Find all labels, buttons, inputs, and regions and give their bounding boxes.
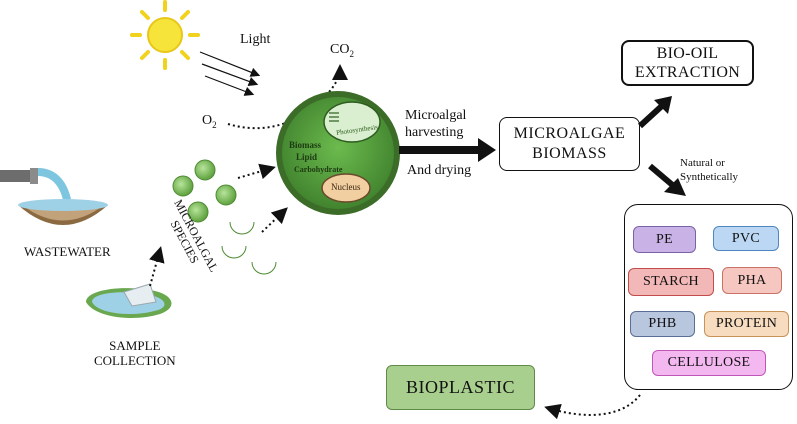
harvesting-arrow xyxy=(399,138,496,162)
biomass-to-biooil-arrow xyxy=(637,96,672,129)
wastewater-label: WASTEWATER xyxy=(24,244,111,259)
sample-collection-line2: COLLECTION xyxy=(94,353,176,368)
natural-synthetic-label: Natural or Synthetically xyxy=(680,156,738,184)
drying-label: And drying xyxy=(407,163,472,178)
microalgae-spheres xyxy=(172,159,237,223)
o2-label: O2 xyxy=(202,113,217,130)
polymer-pvc: PVC xyxy=(713,226,779,251)
microalgal-cell xyxy=(276,91,400,215)
bio-oil-line1: BIO-OIL xyxy=(656,45,719,62)
o2-text: O xyxy=(202,113,213,128)
microalgae-biomass-box: MICROALGAE BIOMASS xyxy=(499,117,640,171)
natural-line2: Synthetically xyxy=(680,171,739,183)
co2-text: CO xyxy=(330,42,350,57)
microalgae-biomass-line1: MICROALGAE xyxy=(513,125,626,142)
sample-collection-label: SAMPLE COLLECTION xyxy=(94,338,176,368)
bioplastic-box: BIOPLASTIC xyxy=(386,365,535,410)
light-label: Light xyxy=(240,32,271,47)
natural-line1: Natural or xyxy=(680,157,725,169)
polymer-pha: PHA xyxy=(722,267,782,294)
polymer-starch: STARCH xyxy=(628,268,714,296)
wastewater-icon xyxy=(0,168,108,225)
o2-subscript: 2 xyxy=(212,119,217,130)
sample-collection-line1: SAMPLE xyxy=(109,338,161,353)
light-rays xyxy=(199,51,261,96)
harvesting-label: Microalgal harvesting xyxy=(405,107,466,141)
crescent-algae xyxy=(221,221,277,275)
co2-label: CO2 xyxy=(330,42,354,59)
sample-collection-icon xyxy=(86,283,172,318)
cell-carbohydrate-label: Carbohydrate xyxy=(294,165,343,174)
harvesting-line2: harvesting xyxy=(405,125,464,140)
bio-oil-line2: EXTRACTION xyxy=(634,64,741,81)
cell-biomass-label: Biomass xyxy=(289,140,322,150)
polymer-cellulose: CELLULOSE xyxy=(652,350,766,376)
species-to-cell-arrow-1 xyxy=(237,163,276,180)
biomass-to-polymers-arrow xyxy=(648,163,686,196)
species-to-cell-arrow-2 xyxy=(261,207,288,233)
sample-to-species-arrow xyxy=(149,246,165,287)
cell-nucleus-label: Nucleus xyxy=(331,182,361,192)
polymer-pe: PE xyxy=(633,226,696,253)
microalgae-biomass-line2: BIOMASS xyxy=(532,145,607,162)
sun-icon xyxy=(130,0,200,70)
polymers-to-bioplastic-arrow xyxy=(544,394,641,420)
polymer-protein: PROTEIN xyxy=(704,311,789,337)
cell-lipid-label: Lipid xyxy=(296,152,318,162)
polymer-phb: PHB xyxy=(630,311,695,337)
bio-oil-extraction-box: BIO-OIL EXTRACTION xyxy=(621,40,754,86)
harvesting-line1: Microalgal xyxy=(405,108,467,123)
co2-subscript: 2 xyxy=(349,48,354,59)
